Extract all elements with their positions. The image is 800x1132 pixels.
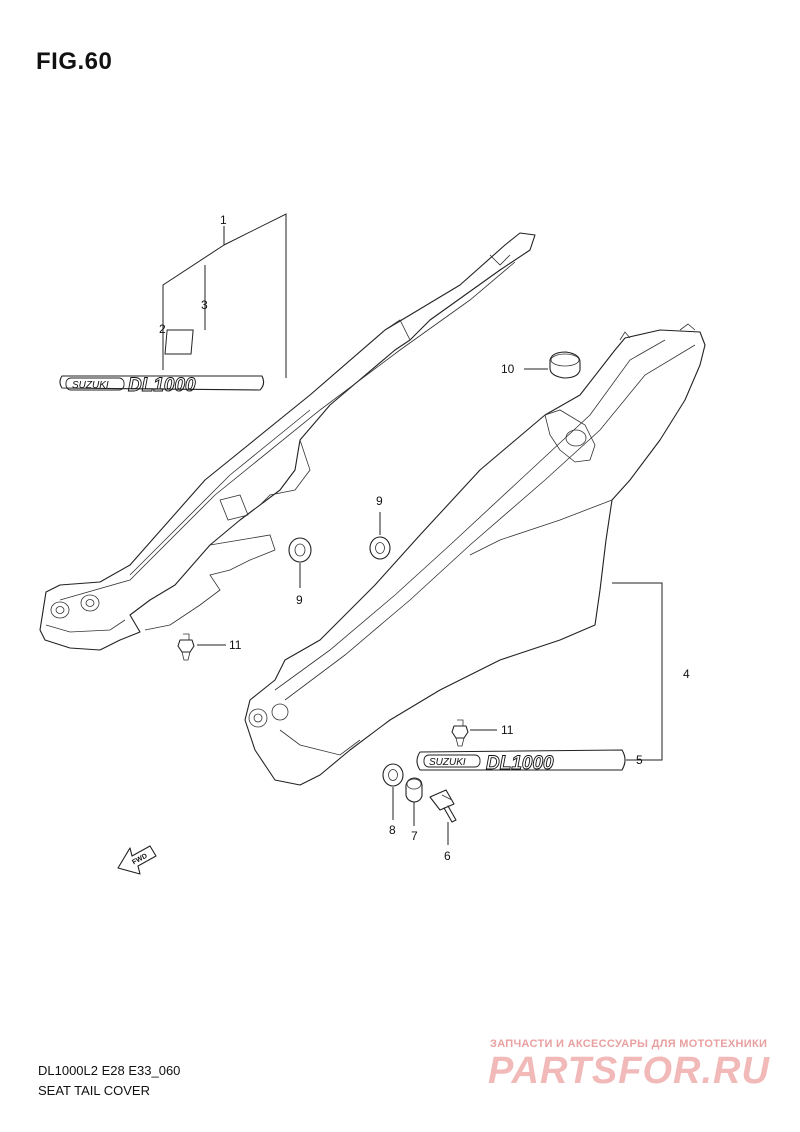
cushion-rear[interactable] [382, 763, 404, 787]
bolt[interactable] [429, 789, 457, 823]
emblem-decal-right[interactable]: SUZUKI DL1000 [416, 749, 626, 774]
emblem-brand-right: SUZUKI [429, 757, 466, 768]
seat-tail-cover-right[interactable] [244, 323, 706, 786]
callout-9-b: 9 [376, 494, 383, 508]
figure-title: FIG.60 [36, 48, 113, 75]
clip-left[interactable] [177, 633, 195, 661]
callout-numbers: 1 2 3 4 5 6 7 8 9 9 10 11 11 [159, 213, 690, 863]
leader-lines [162, 213, 663, 845]
small-decal[interactable] [164, 329, 194, 355]
clip-right[interactable] [451, 719, 469, 747]
cushion-left[interactable] [288, 537, 312, 563]
callout-8: 8 [389, 823, 396, 837]
callout-9-a: 9 [296, 593, 303, 607]
callout-4: 4 [683, 667, 690, 681]
callout-1: 1 [220, 213, 227, 227]
callout-6: 6 [444, 849, 451, 863]
callout-10: 10 [501, 362, 515, 376]
seat-tail-cover-left[interactable] [39, 232, 536, 651]
callout-2: 2 [159, 322, 166, 336]
watermark-tagline: ЗАПЧАСТИ И АКСЕССУАРЫ ДЛЯ МОТОТЕХНИКИ [490, 1038, 768, 1050]
diagram-name: SEAT TAIL COVER [38, 1083, 150, 1098]
cushion-middle[interactable] [369, 536, 391, 560]
emblem-model-left: DL1000 [128, 375, 196, 396]
callout-11-a: 11 [229, 638, 242, 652]
callout-5: 5 [636, 753, 643, 767]
emblem-decal-left[interactable]: SUZUKI DL1000 [59, 375, 265, 396]
emblem-model-right: DL1000 [486, 753, 554, 774]
emblem-brand-left: SUZUKI [72, 380, 109, 391]
callout-3: 3 [201, 298, 208, 312]
diagram-code: DL1000L2 E28 E33_060 [38, 1063, 181, 1078]
callout-11-b: 11 [501, 723, 514, 737]
watermark-logo: PARTSFOR.RU [488, 1050, 770, 1092]
callout-7: 7 [411, 829, 418, 843]
collar[interactable] [405, 777, 423, 803]
grommet[interactable] [549, 351, 581, 379]
fwd-arrow-icon: FWD [117, 845, 157, 875]
